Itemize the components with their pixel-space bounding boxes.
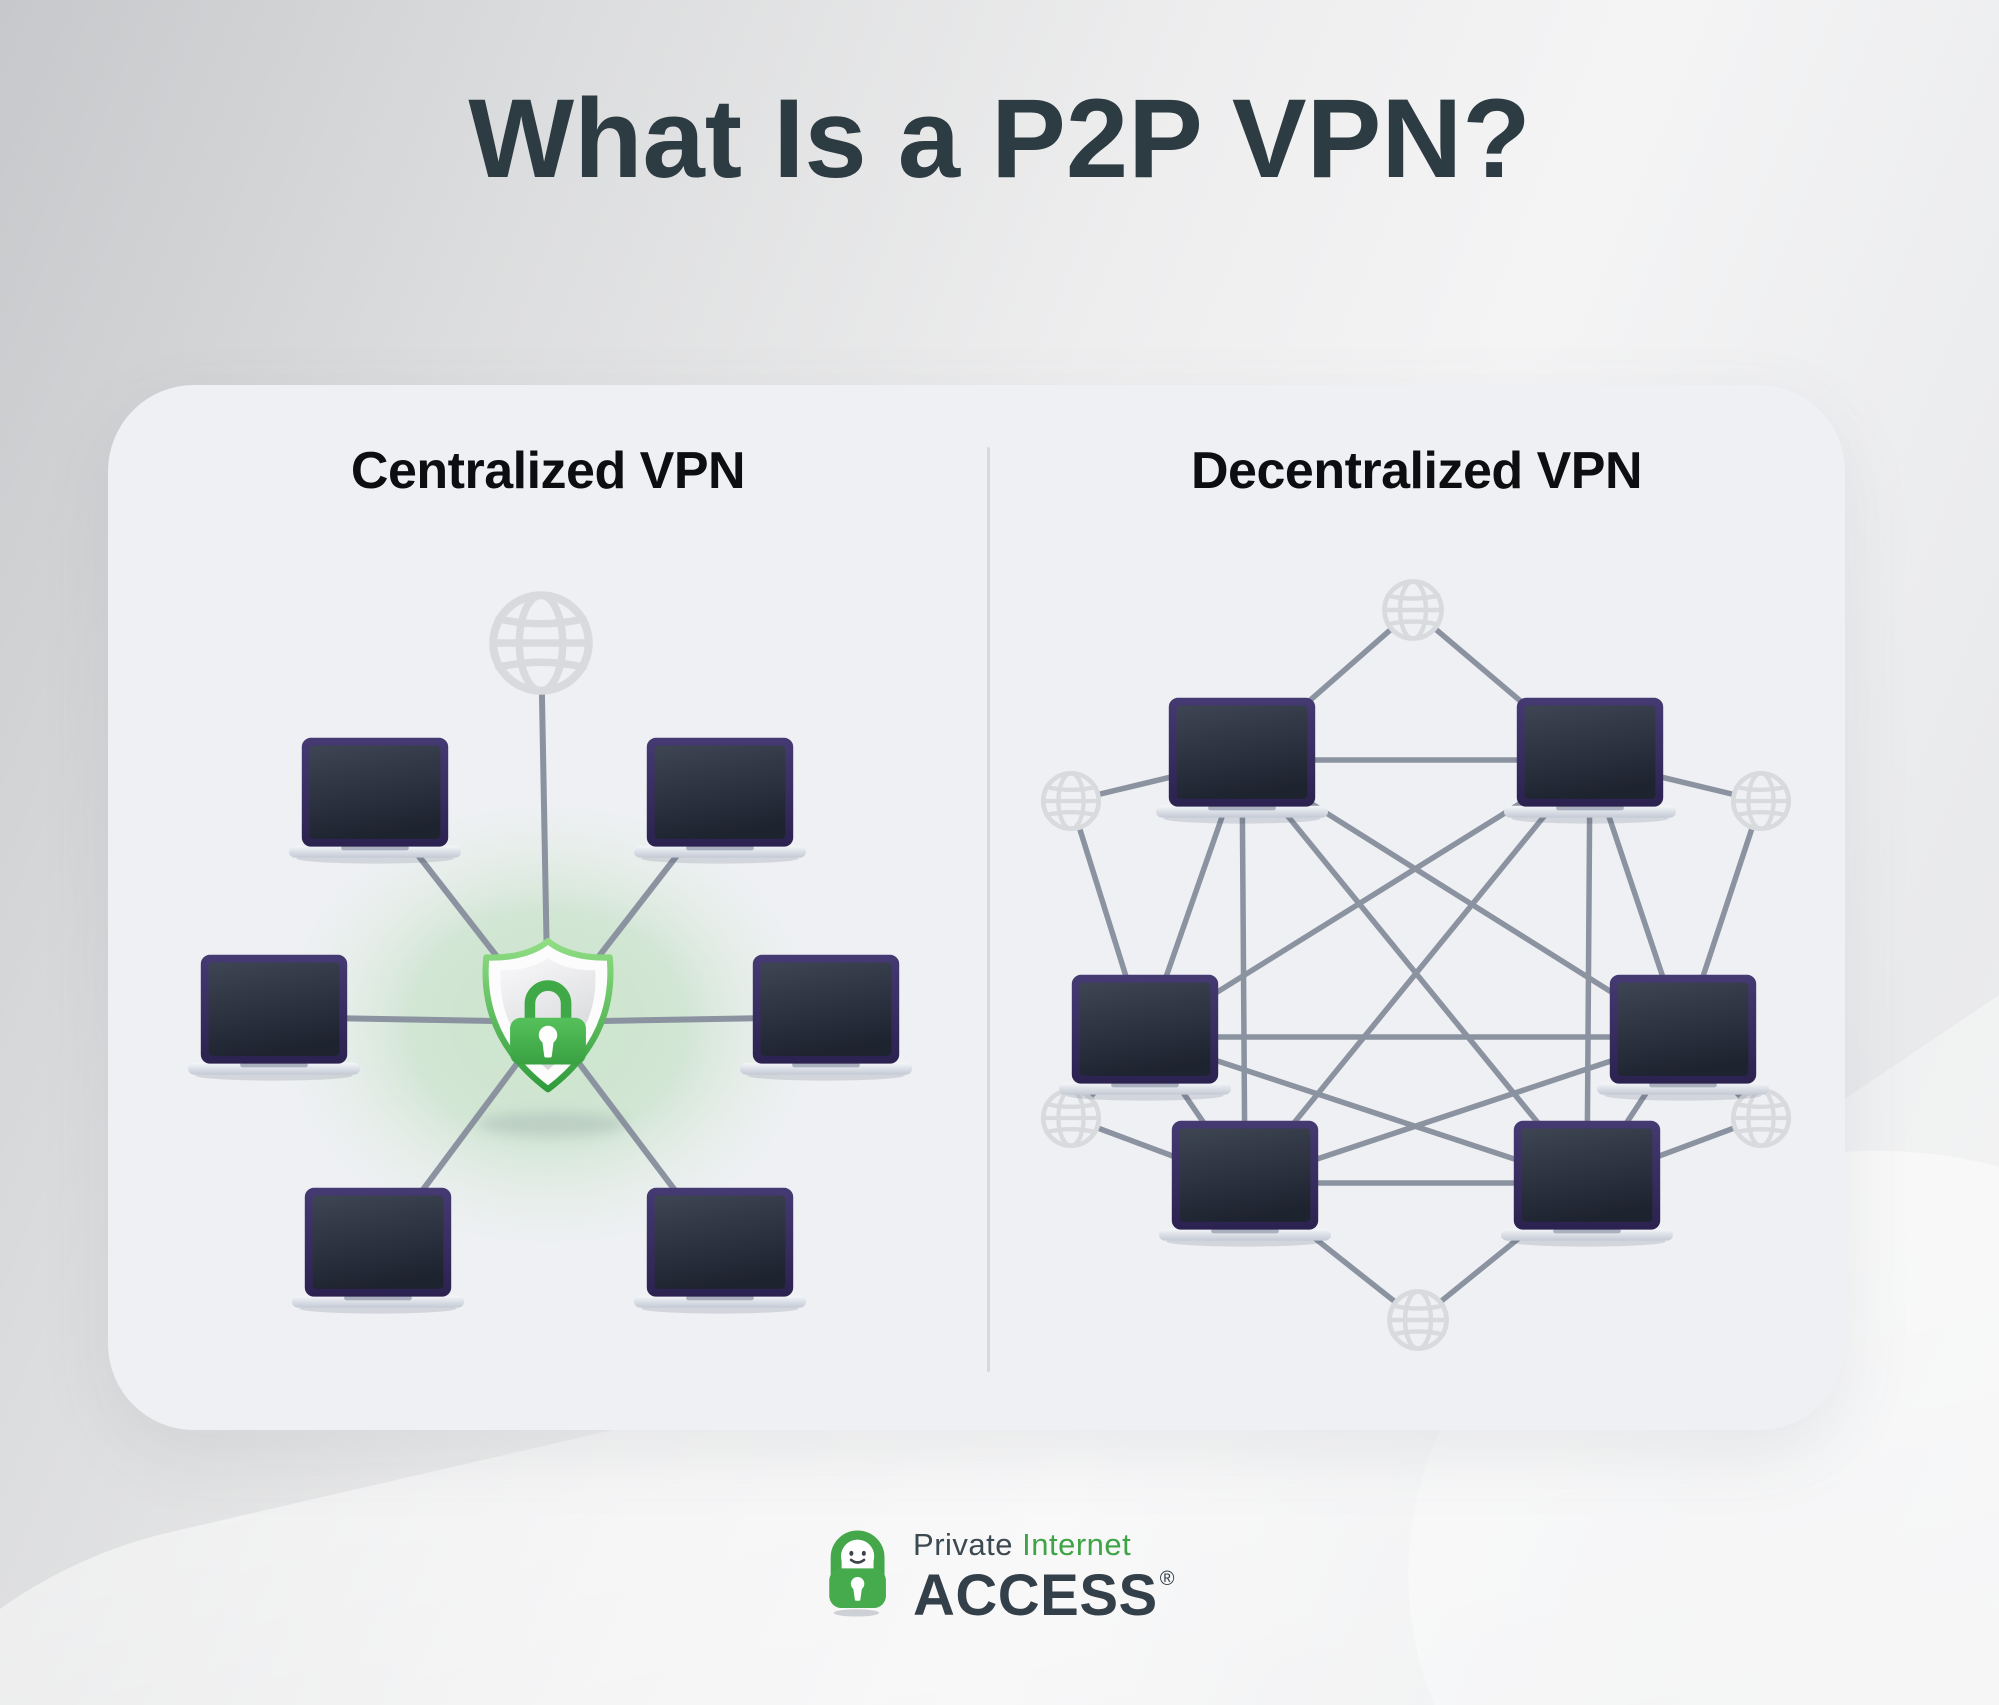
registered-trademark: ® — [1159, 1568, 1175, 1590]
laptop-icon — [288, 737, 462, 864]
laptop-icon — [1158, 1120, 1332, 1247]
page-title: What Is a P2P VPN? — [468, 76, 1531, 201]
mascot-eye-right — [861, 1550, 866, 1556]
brand-text: Private Internet ACCESS® — [913, 1518, 1175, 1625]
pia-mascot-icon — [829, 1530, 886, 1617]
panel-divider — [987, 447, 990, 1372]
laptop-icon — [1500, 1120, 1674, 1247]
laptop-icon — [633, 737, 807, 864]
brand-word-access: ACCESS — [913, 1563, 1158, 1628]
mascot-smile — [849, 1558, 866, 1564]
brand-word-internet: Internet — [1022, 1527, 1132, 1562]
laptop-icon — [633, 1187, 807, 1314]
laptop-icon — [1503, 697, 1677, 824]
centralized-network-diagram — [187, 385, 913, 1314]
mascot-shackle — [830, 1530, 885, 1575]
brand-logo: Private Internet ACCESS® — [0, 1518, 1999, 1625]
laptop-icon — [739, 954, 913, 1081]
decentralized-network-diagram — [988, 385, 1845, 1430]
left-panel-heading: Centralized VPN — [350, 442, 746, 500]
laptop-icon — [1596, 974, 1770, 1101]
right-panel-heading: Decentralized VPN — [1191, 442, 1643, 500]
comparison-card: Centralized VPN Decentralized VPN — [108, 385, 1845, 1430]
network-link — [1239, 759, 1248, 1184]
laptop-icon — [1058, 974, 1232, 1101]
mascot-face — [841, 1539, 875, 1573]
mascot-eye-left — [849, 1550, 854, 1556]
network-link — [1584, 759, 1593, 1184]
network-link — [1242, 758, 1593, 1185]
network-link — [1144, 1034, 1588, 1186]
laptop-icon — [187, 954, 361, 1081]
laptop-icon — [291, 1187, 465, 1314]
brand-name-top: Private Internet — [913, 1527, 1175, 1563]
laptop-icon — [1155, 697, 1329, 824]
mascot-shadow — [833, 1609, 880, 1617]
brand-word-private: Private — [913, 1527, 1013, 1562]
shield-shadow — [478, 1112, 626, 1136]
mascot-keyhole-stem — [853, 1586, 862, 1601]
brand-name-bottom: ACCESS® — [913, 1567, 1175, 1625]
